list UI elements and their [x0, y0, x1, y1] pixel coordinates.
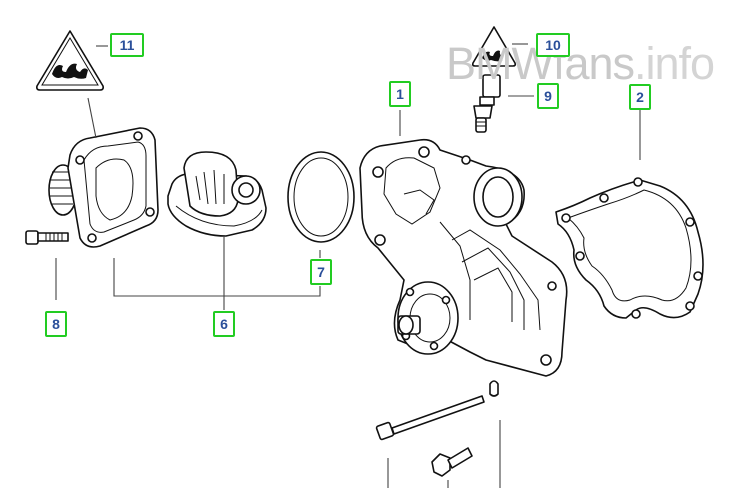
callout-10[interactable]: 10: [536, 33, 570, 57]
watermark-text: BMWfans.info: [446, 38, 715, 90]
thermostat-housing-part: [48, 127, 159, 248]
water-pump-part: [359, 138, 568, 377]
callout-1[interactable]: 1: [389, 81, 411, 107]
leader-lines: [55, 43, 641, 488]
watermark-suffix: .info: [634, 38, 715, 89]
callout-11[interactable]: 11: [110, 33, 144, 57]
temperature-sensor-part: [473, 74, 501, 133]
thermostat-part: [167, 151, 267, 237]
callout-6[interactable]: 6: [213, 311, 235, 337]
short-bolt-part: [431, 447, 473, 477]
clip-part: [489, 380, 499, 397]
housing-bolt-part: [25, 230, 69, 245]
warning-triangle-icon-right: [471, 26, 517, 67]
gasket-part: [555, 177, 704, 319]
o-ring-part: [287, 151, 355, 243]
callout-7[interactable]: 7: [310, 259, 332, 285]
callout-8[interactable]: 8: [45, 311, 67, 337]
long-bolt-part: [375, 395, 485, 441]
warning-triangle-icon-left: [36, 30, 104, 91]
callout-2[interactable]: 2: [629, 84, 651, 110]
callout-9[interactable]: 9: [537, 83, 559, 109]
